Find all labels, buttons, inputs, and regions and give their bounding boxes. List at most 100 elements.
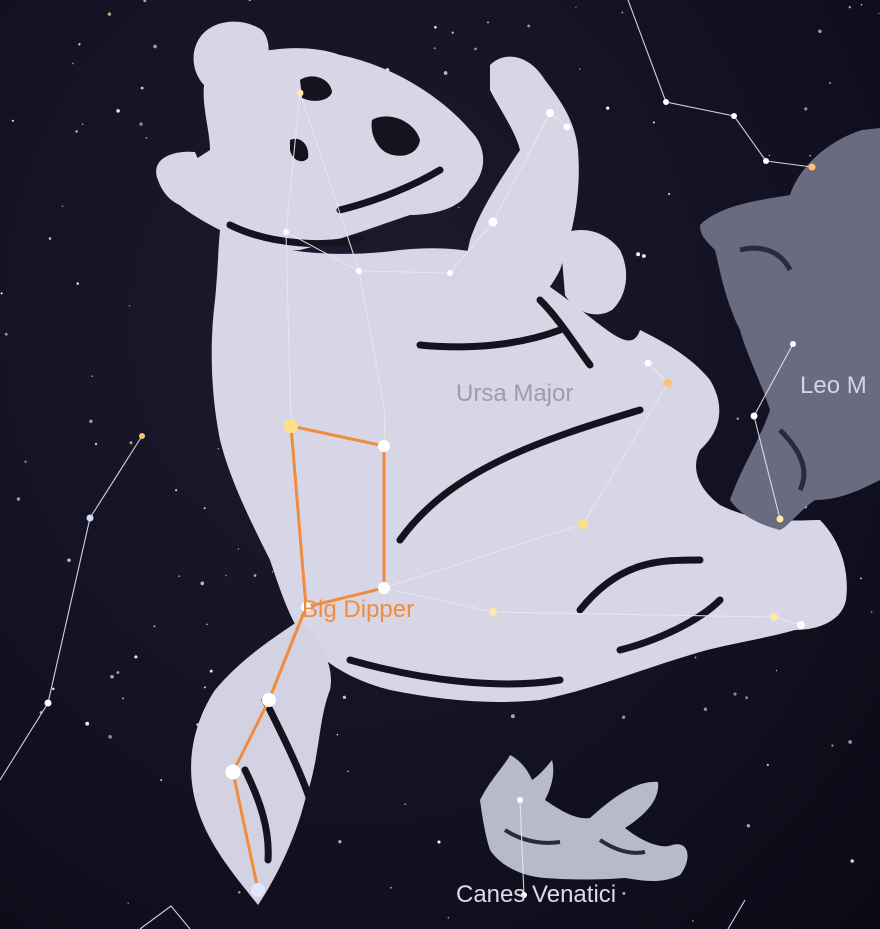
label-canes-venatici[interactable]: Canes Venatici — [456, 881, 617, 908]
background-star — [736, 417, 740, 420]
star[interactable] — [770, 613, 778, 621]
background-star — [76, 282, 79, 285]
star[interactable] — [262, 693, 276, 707]
background-star — [860, 4, 863, 6]
background-star — [433, 47, 436, 50]
background-star — [831, 744, 834, 747]
star[interactable] — [521, 892, 527, 898]
background-star — [848, 740, 852, 744]
background-star — [107, 12, 112, 16]
background-star — [127, 902, 129, 905]
background-star — [437, 840, 441, 844]
background-star — [128, 304, 131, 307]
background-star — [850, 859, 854, 863]
background-star — [694, 656, 697, 659]
background-star — [621, 715, 626, 719]
star[interactable] — [356, 268, 362, 274]
background-star — [11, 119, 14, 122]
star[interactable] — [301, 602, 311, 612]
background-star — [271, 571, 274, 573]
background-star — [692, 920, 694, 922]
star[interactable] — [731, 113, 737, 119]
background-star — [108, 735, 112, 739]
background-star — [703, 707, 708, 711]
background-star — [94, 442, 98, 446]
star[interactable] — [776, 515, 784, 523]
star[interactable] — [644, 359, 652, 367]
background-star — [139, 122, 143, 126]
background-star — [145, 137, 148, 139]
star[interactable] — [225, 764, 241, 780]
background-star — [474, 47, 477, 51]
background-star — [129, 441, 133, 445]
background-star — [404, 803, 406, 805]
star[interactable] — [139, 433, 145, 439]
star[interactable] — [489, 608, 497, 616]
star[interactable] — [517, 797, 523, 803]
canes-venatici-artwork — [480, 755, 688, 882]
star[interactable] — [797, 621, 805, 629]
background-star — [775, 669, 778, 672]
star[interactable] — [563, 123, 571, 131]
background-star — [85, 721, 90, 726]
background-star — [575, 6, 577, 8]
background-star — [203, 686, 206, 689]
background-star — [338, 840, 342, 844]
background-star — [828, 81, 831, 85]
background-star — [636, 252, 641, 257]
star[interactable] — [296, 89, 304, 97]
background-star — [818, 29, 822, 34]
background-star — [206, 623, 208, 626]
background-star — [336, 733, 339, 736]
background-star — [153, 44, 158, 49]
background-star — [809, 154, 812, 157]
background-star — [140, 86, 144, 90]
star[interactable] — [488, 217, 498, 227]
background-star — [527, 24, 531, 28]
star[interactable] — [808, 163, 816, 171]
background-star — [733, 692, 737, 696]
background-star — [746, 824, 751, 828]
label-big-dipper[interactable]: Big Dipper — [302, 596, 415, 623]
star[interactable] — [44, 699, 52, 707]
star[interactable] — [378, 440, 390, 452]
label-ursa-major[interactable]: Ursa Major — [456, 380, 574, 407]
star[interactable] — [283, 229, 289, 235]
label-leo-minor[interactable]: Leo M — [800, 372, 867, 399]
star[interactable] — [546, 109, 554, 117]
background-star — [52, 687, 55, 691]
background-star — [16, 497, 21, 501]
background-star — [870, 611, 873, 613]
star[interactable] — [663, 99, 669, 105]
star[interactable] — [251, 883, 265, 897]
star[interactable] — [664, 379, 672, 387]
background-star — [0, 292, 3, 295]
background-star — [4, 332, 8, 336]
star[interactable] — [378, 582, 390, 594]
background-star — [121, 697, 125, 700]
big-dipper-handle-line — [231, 606, 308, 891]
star[interactable] — [763, 158, 769, 164]
star[interactable] — [790, 341, 796, 347]
background-star — [178, 575, 180, 577]
background-star — [447, 917, 449, 919]
background-star — [209, 669, 213, 673]
background-star — [745, 696, 748, 700]
background-star — [642, 254, 646, 258]
background-star — [72, 62, 74, 65]
star[interactable] — [284, 419, 298, 433]
background-star — [175, 489, 178, 492]
background-star — [110, 675, 114, 679]
background-star — [248, 0, 252, 2]
leo-minor-artwork — [700, 128, 880, 530]
background-star — [225, 574, 227, 577]
star[interactable] — [86, 514, 94, 522]
constellation-stars[interactable] — [44, 89, 816, 899]
background-star — [253, 574, 257, 577]
star[interactable] — [750, 412, 758, 420]
star[interactable] — [447, 270, 453, 276]
star[interactable] — [578, 519, 588, 529]
ursa-major-artwork — [156, 21, 847, 905]
background-star — [48, 237, 52, 240]
